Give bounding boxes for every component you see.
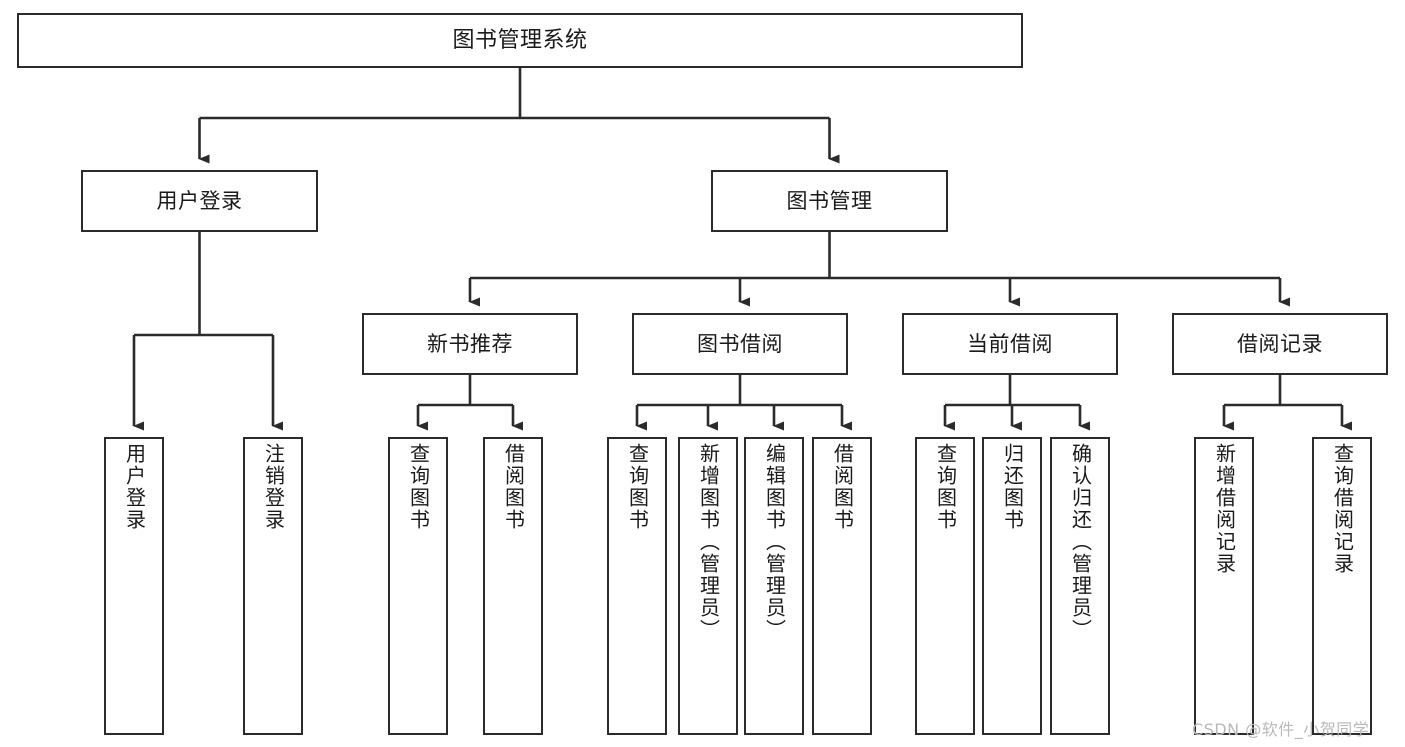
node-level3-0-label: 新书推荐: [427, 331, 513, 356]
node-level2-1[interactable]: 图书管理: [711, 170, 948, 232]
node-level2-0-label: 用户登录: [156, 188, 243, 213]
node-leaf-7-label: 借阅图书: [830, 443, 855, 531]
node-leaf-2[interactable]: 查询图书: [388, 437, 448, 735]
node-leaf-10[interactable]: 确认归还（管理员）: [1050, 437, 1110, 735]
node-level3-3[interactable]: 借阅记录: [1172, 313, 1388, 375]
node-leaf-3-label: 借阅图书: [501, 443, 526, 531]
node-level3-1[interactable]: 图书借阅: [632, 313, 848, 375]
node-leaf-9-label: 归还图书: [1000, 443, 1025, 531]
node-leaf-12[interactable]: 查询借阅记录: [1312, 437, 1372, 735]
node-leaf-5-label: 新增图书（管理员）: [696, 443, 721, 641]
node-level3-3-label: 借阅记录: [1237, 331, 1323, 356]
node-leaf-9[interactable]: 归还图书: [982, 437, 1042, 735]
node-leaf-11-label: 新增借阅记录: [1212, 443, 1237, 575]
node-leaf-6[interactable]: 编辑图书（管理员）: [744, 437, 804, 735]
node-root-root[interactable]: 图书管理系统: [17, 13, 1023, 68]
node-leaf-1[interactable]: 注销登录: [243, 437, 303, 735]
node-leaf-7[interactable]: 借阅图书: [812, 437, 872, 735]
node-leaf-4[interactable]: 查询图书: [607, 437, 667, 735]
node-leaf-4-label: 查询图书: [625, 443, 650, 531]
node-level3-0[interactable]: 新书推荐: [362, 313, 578, 375]
node-leaf-11[interactable]: 新增借阅记录: [1194, 437, 1254, 735]
node-leaf-12-label: 查询借阅记录: [1330, 443, 1355, 575]
node-leaf-1-label: 注销登录: [261, 443, 286, 531]
node-level2-1-label: 图书管理: [786, 188, 873, 213]
node-leaf-0-label: 用户登录: [122, 443, 147, 531]
node-leaf-0[interactable]: 用户登录: [104, 437, 164, 735]
watermark-text: CSDN @软件_小贺同学: [1192, 720, 1370, 739]
node-leaf-8-label: 查询图书: [933, 443, 958, 531]
node-leaf-8[interactable]: 查询图书: [915, 437, 975, 735]
node-level3-2[interactable]: 当前借阅: [902, 313, 1118, 375]
node-leaf-3[interactable]: 借阅图书: [483, 437, 543, 735]
node-leaf-5[interactable]: 新增图书（管理员）: [678, 437, 738, 735]
node-level3-1-label: 图书借阅: [697, 331, 783, 356]
node-level2-0[interactable]: 用户登录: [81, 170, 318, 232]
node-leaf-6-label: 编辑图书（管理员）: [762, 443, 787, 641]
node-root-root-label: 图书管理系统: [452, 27, 588, 53]
node-level3-2-label: 当前借阅: [967, 331, 1053, 356]
node-leaf-2-label: 查询图书: [406, 443, 431, 531]
node-leaf-10-label: 确认归还（管理员）: [1068, 443, 1093, 641]
